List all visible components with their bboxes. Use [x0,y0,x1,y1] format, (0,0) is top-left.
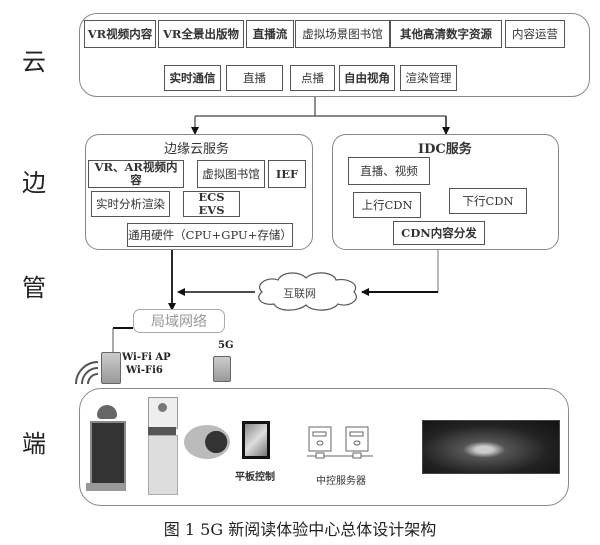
cloud-item-content-ops: 内容运营 [505,20,565,48]
figure-caption: 图 1 5G 新阅读体验中心总体设计架构 [163,520,437,539]
cloud-item-live-stream: 直播流 [246,20,294,48]
tablet-icon [242,421,270,459]
wifi-ap-device-icon [101,352,121,384]
cloud-item-free-view: 自由视角 [339,65,395,91]
experience-hall-image [422,420,560,474]
edge-item-virtual-library: 虚拟图书馆 [197,160,265,188]
kiosk-top-icon [148,397,178,429]
cloud-item-live: 直播 [226,65,283,91]
cloud-item-render-mgmt: 渲染管理 [400,65,457,91]
layer-label-edge: 边 [22,169,46,197]
cloud-item-vod: 点播 [290,65,335,91]
robot-kiosk-icon [90,421,126,487]
wifi-ap-label: Wi-Fi AP [122,352,171,363]
robot-head-icon [97,405,117,419]
edge-item-ief: IEF [268,160,306,188]
layer-label-cloud: 云 [22,48,46,76]
layer-label-pipe: 管 [22,274,46,302]
idc-item-cdn-distribution: CDN内容分发 [393,221,485,245]
edge-item-realtime-render: 实时分析渲染 [91,191,170,217]
tablet-label: 平板控制 [235,472,275,483]
robot-base-icon [86,483,126,491]
wifi-signal-icon [75,361,99,385]
vr-user-image [184,425,230,459]
internet-cloud-icon [258,272,357,311]
five-g-device-icon [213,356,231,382]
cloud-item-vr-panorama: VR全景出版物 [158,20,244,48]
idc-service-title: IDC服务 [418,142,472,157]
idc-item-downstream-cdn: 下行CDN [449,188,527,214]
cloud-item-vr-video: VR视频内容 [84,20,156,48]
internet-label: 互联网 [283,287,316,300]
lan-box: 局域网络 [133,309,225,333]
kiosk-slot-icon [148,427,176,435]
five-g-label: 5G [218,340,234,351]
cloud-item-hd-resources: 其他高清数字资源 [390,20,502,48]
server-label: 中控服务器 [316,476,366,487]
wifi6-label: Wi-Fi6 [126,365,163,376]
kiosk-body-icon [148,435,178,495]
idc-item-live-video: 直播、视频 [348,157,430,185]
central-server-icon [307,426,373,459]
edge-item-hardware: 通用硬件（CPU+GPU+存储） [127,223,293,247]
cloud-item-rtc: 实时通信 [164,65,221,91]
edge-item-ecs-evs: ECS EVS [183,191,240,217]
edge-item-vr-ar: VR、AR视频内容 [88,160,184,188]
idc-item-upstream-cdn: 上行CDN [353,192,421,218]
cloud-item-virtual-library: 虚拟场景图书馆 [295,20,390,48]
edge-service-title: 边缘云服务 [164,142,230,157]
kiosk-camera-icon [158,403,167,412]
layer-label-end: 端 [22,430,46,458]
